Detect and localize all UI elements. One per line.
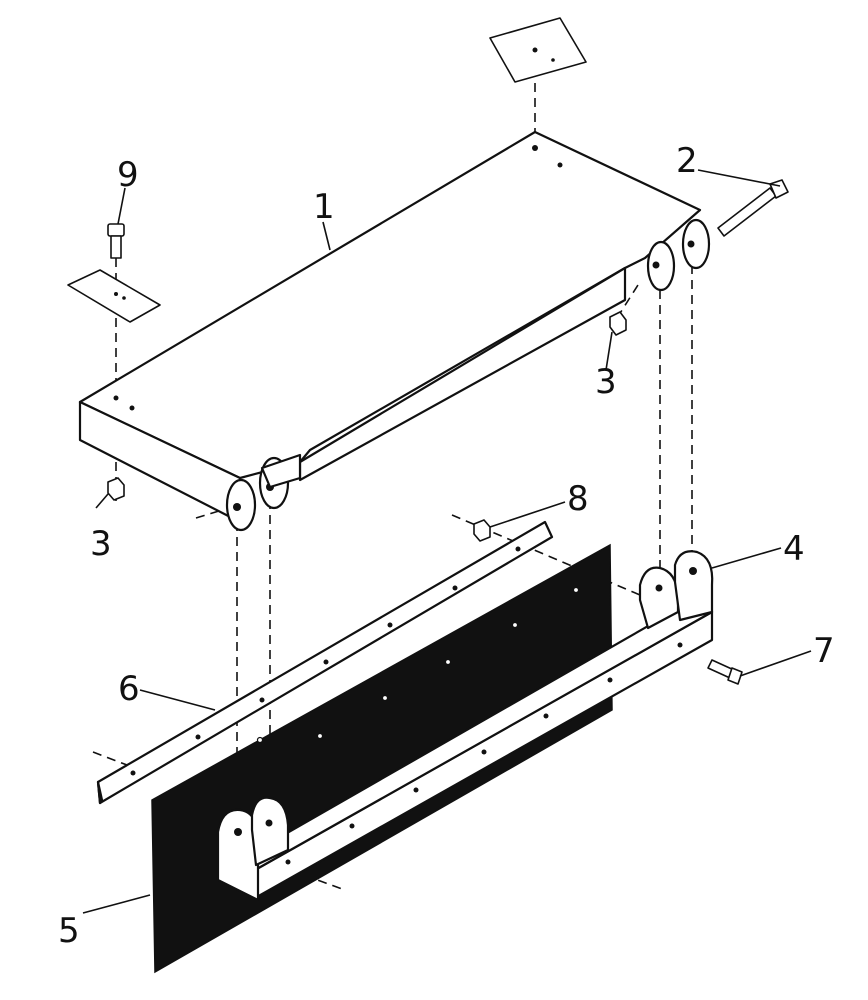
leader-lines <box>82 169 812 914</box>
nut-part-8 <box>473 519 491 542</box>
callout-labels: 1 2 3 3 4 5 6 7 8 9 <box>58 141 835 951</box>
top-clamp-plate-right <box>489 17 587 83</box>
scraper-blade-part-5 <box>151 543 613 974</box>
callout-5: 5 <box>58 911 80 951</box>
bolt-part-9 <box>107 223 125 259</box>
callout-7: 7 <box>813 631 835 671</box>
hinge-pin-part-2 <box>717 179 789 237</box>
callout-3-left: 3 <box>90 524 112 564</box>
nut-part-3-left <box>107 477 125 501</box>
callout-3-right: 3 <box>595 362 617 402</box>
bolt-part-7 <box>707 659 743 685</box>
top-clamp-plate-left <box>67 269 161 323</box>
callout-2: 2 <box>676 141 698 181</box>
callout-4: 4 <box>783 529 805 569</box>
callout-8: 8 <box>567 479 589 519</box>
callout-6: 6 <box>118 669 140 709</box>
clamp-strip-part-6 <box>96 520 554 805</box>
platform-part-1 <box>78 130 711 532</box>
callout-1: 1 <box>313 187 335 227</box>
hinge-bracket-part-4 <box>216 550 714 902</box>
nut-part-3-right <box>609 311 627 336</box>
callout-9: 9 <box>117 155 139 195</box>
